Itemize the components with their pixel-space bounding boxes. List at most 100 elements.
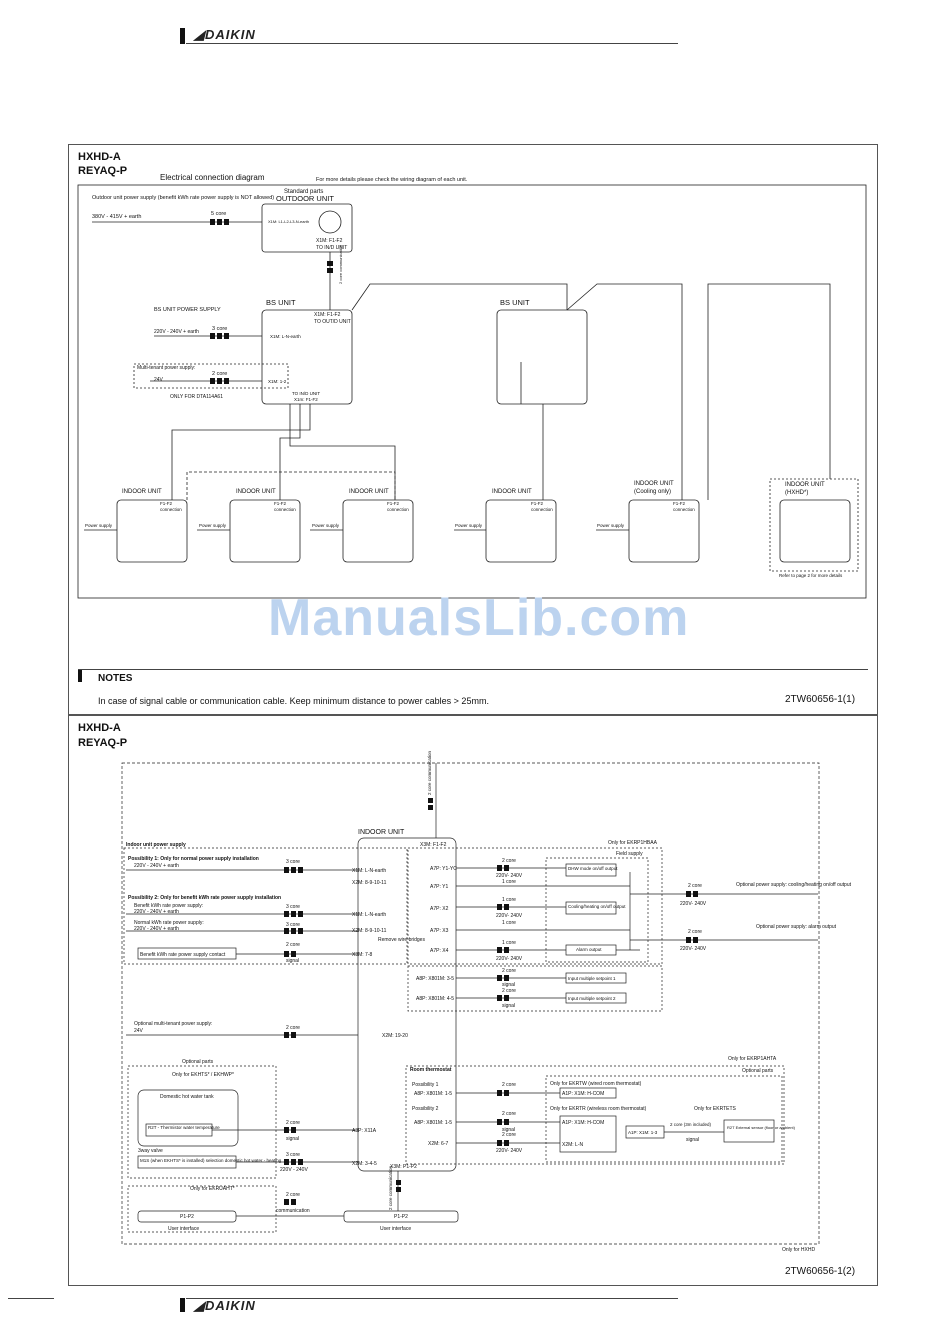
outdoor-voltage: 380V - 415V + earth bbox=[92, 214, 141, 220]
p2-a8p-15-a: A8P: X801M: 1-5 bbox=[414, 1091, 452, 1097]
p2-poss2-short: Possibility 2 bbox=[412, 1106, 439, 1112]
iu2-connection: connection bbox=[274, 507, 296, 512]
p2-possibility2: Possibility 2: Only for benefit kWh rate… bbox=[128, 895, 281, 901]
two-core-comm-vertical: 2 core communication bbox=[338, 245, 343, 284]
p2-two-core-rt2: 2 core bbox=[502, 1111, 516, 1117]
p2-one-core-d: 1 core bbox=[502, 940, 516, 946]
to-ind-unit: TO IN/D UNIT bbox=[292, 391, 320, 396]
daikin-wing-icon-bottom: ◢ bbox=[194, 1298, 205, 1313]
p2-a7p-y1: A7P: Y1 bbox=[430, 884, 448, 890]
two-core-label: 2 core bbox=[212, 371, 227, 377]
p2-room-thermostat: Room thermostat bbox=[410, 1067, 452, 1073]
p2-alarm-output: Alarm output bbox=[576, 947, 602, 952]
p2-r2t-ext: R2T External sensor (floor or ambient) bbox=[727, 1125, 796, 1130]
p2-optional-parts-left: Optional parts bbox=[182, 1059, 214, 1065]
doc-code-2: 2TW60656-1(2) bbox=[785, 1266, 856, 1277]
indoor-unit-2-label: INDOOR UNIT bbox=[236, 489, 276, 495]
p2-three-way: 3way valve bbox=[138, 1148, 163, 1154]
p2-normal-supply: Normal kWh rate power supply: bbox=[134, 920, 204, 926]
p2-benefit-supply: Benefit kWh rate power supply: bbox=[134, 903, 203, 909]
p2-v220-earth-3: 220V - 240V + earth bbox=[134, 926, 179, 932]
diagram-2: 2 core communication INDOOR UNIT X3M: F1… bbox=[121, 750, 852, 1253]
p2-only-ekrp1hbaa: Only for EKRP1HBAA bbox=[608, 840, 658, 846]
p2-two-core-ui: 2 core bbox=[286, 1192, 300, 1198]
ps-label-4: Power supply bbox=[455, 523, 483, 528]
indoor-unit-3-box bbox=[342, 499, 414, 563]
iu4-connection: connection bbox=[531, 507, 553, 512]
bs-unit-1-label: BS UNIT bbox=[266, 298, 296, 307]
p2-thermistor: R2T - Thermistor water temperature bbox=[148, 1125, 220, 1130]
x1m-l1-label: X1M: L1-L2-L3-N-earth bbox=[268, 219, 309, 224]
panel2-model-2: REYAQ-P bbox=[78, 737, 128, 749]
p2-two-core-multi: 2 core bbox=[286, 1025, 300, 1031]
p2-two-core-opt2: 2 core bbox=[688, 929, 702, 935]
p2-only-ekruaht: Only for EKRUAHT* bbox=[190, 1186, 235, 1192]
notes-text: In case of signal cable or communication… bbox=[98, 696, 489, 706]
p2-two-core-comm-ui: 2 core communication bbox=[388, 1165, 393, 1210]
p2-v220-a: 220V- 240V bbox=[496, 873, 523, 879]
indoor-unit-hxhd-box bbox=[779, 499, 851, 563]
p2-v24: 24V bbox=[134, 1028, 144, 1034]
p2-indoor-unit: INDOOR UNIT bbox=[358, 829, 405, 836]
p2-a1p-hcom-a: A1P: X1M: H-COM bbox=[562, 1091, 604, 1097]
p2-x2m-67: X2M: 6-7 bbox=[428, 1141, 449, 1147]
indoor-unit-1-label: INDOOR UNIT bbox=[122, 489, 162, 495]
p2-signal-sp2: signal bbox=[502, 1003, 515, 1009]
three-core-label: 3 core bbox=[212, 326, 227, 332]
p2-x2m-ln: X2M: L-N bbox=[562, 1142, 584, 1148]
p2-m1s: M1S (when EKHTS* is installed) selection… bbox=[140, 1158, 282, 1163]
p2-signal-rt2: signal bbox=[502, 1127, 515, 1133]
five-core-label: 5 core bbox=[211, 211, 226, 217]
p2-v220-earth-1: 220V - 240V + earth bbox=[134, 863, 179, 869]
x1m-f1f2-out: X1M: F1-F2 bbox=[316, 238, 343, 244]
indoor-unit-4-label: INDOOR UNIT bbox=[492, 489, 532, 495]
x1m-12-label: X1M: 1-2 bbox=[268, 379, 287, 384]
p2-a8p-45: A8P: X801M: 4-5 bbox=[416, 996, 454, 1002]
outdoor-unit-label: OUTDOOR UNIT bbox=[276, 194, 334, 203]
p2-optional-parts-right: Optional parts bbox=[742, 1068, 774, 1074]
p2-x3m-p1p2: X3M: P1-P2 bbox=[390, 1164, 417, 1170]
p2-three-core-2: 3 core bbox=[286, 904, 300, 910]
p2-only-ekrtr: Only for EKRTR (wireless room thermostat… bbox=[550, 1106, 647, 1112]
p2-one-core-b: 1 core bbox=[502, 897, 516, 903]
p2-three-core-1: 3 core bbox=[286, 859, 300, 865]
p2-x3m-78: X3M: 7-8 bbox=[352, 952, 373, 958]
x1m-f1f2-b: X1m: F1-F2 bbox=[294, 397, 318, 402]
ps-label-5: Power supply bbox=[597, 523, 625, 528]
p2-dhw-tank: Domestic hot water tank bbox=[160, 1094, 214, 1100]
p2-three-m: 2 core (3m included) bbox=[670, 1122, 712, 1127]
indoor-unit-panel2-box bbox=[357, 837, 457, 1172]
p2-v220-opt1: 220V- 240V bbox=[680, 901, 707, 907]
bs-unit-2-box bbox=[496, 309, 588, 405]
iu4-f1f2: F1-F2 bbox=[531, 501, 543, 506]
bs-unit-1-box bbox=[261, 309, 353, 405]
only-hxhd-dashed-frame bbox=[121, 762, 820, 1245]
p2-a7p-x2: A7P: X2 bbox=[430, 906, 449, 912]
iu3-f1f2: F1-F2 bbox=[387, 501, 399, 506]
p2-only-ekhts: Only for EKHTS* / EKHWP* bbox=[172, 1072, 234, 1078]
multi-tenant-label: Multi-tenant power supply: bbox=[137, 365, 195, 371]
p2-two-core-benefit: 2 core bbox=[286, 942, 300, 948]
ps-label-1: Power supply bbox=[85, 523, 113, 528]
p2-a8p-35: A8P: X801M: 3-5 bbox=[416, 976, 454, 982]
indoor-unit-2-box bbox=[229, 499, 301, 563]
bs-voltage: 220V - 240V + earth bbox=[154, 329, 199, 335]
p2-cooling-heating: Cooling/heating on/off output bbox=[568, 904, 626, 909]
p2-v220-opt2: 220V- 240V bbox=[680, 946, 707, 952]
p2-two-core-comm: 2 core communication bbox=[427, 750, 432, 795]
p2-only-ekrp1ahta: Only for EKRP1AHTA bbox=[728, 1056, 777, 1062]
p2-opt-cooling: Optional power supply: cooling/heating o… bbox=[736, 882, 852, 888]
panel-connection-diagram bbox=[68, 144, 878, 716]
p2-only-hxhd: Only for HXHD bbox=[782, 1247, 815, 1253]
indoor-unit-1-box bbox=[116, 499, 188, 563]
p2-signal-sp1: signal bbox=[502, 982, 515, 988]
diagram1-frame bbox=[77, 184, 867, 599]
only-for-dta: ONLY FOR DTA114A61 bbox=[170, 394, 223, 400]
outdoor-supply-label: Outdoor unit power supply (benefit kWh r… bbox=[92, 195, 274, 201]
p2-two-core-tank: 2 core bbox=[286, 1120, 300, 1126]
p2-two-core-rt3: 2 core bbox=[502, 1132, 516, 1138]
diagram-1: Electrical connection diagram For more d… bbox=[77, 173, 867, 599]
iu5-connection: connection bbox=[673, 507, 695, 512]
brand-logo-bottom: ◢DAIKIN bbox=[194, 1298, 256, 1313]
p2-x2m-891011-1: X2M: 8-9-10-11 bbox=[352, 880, 387, 886]
